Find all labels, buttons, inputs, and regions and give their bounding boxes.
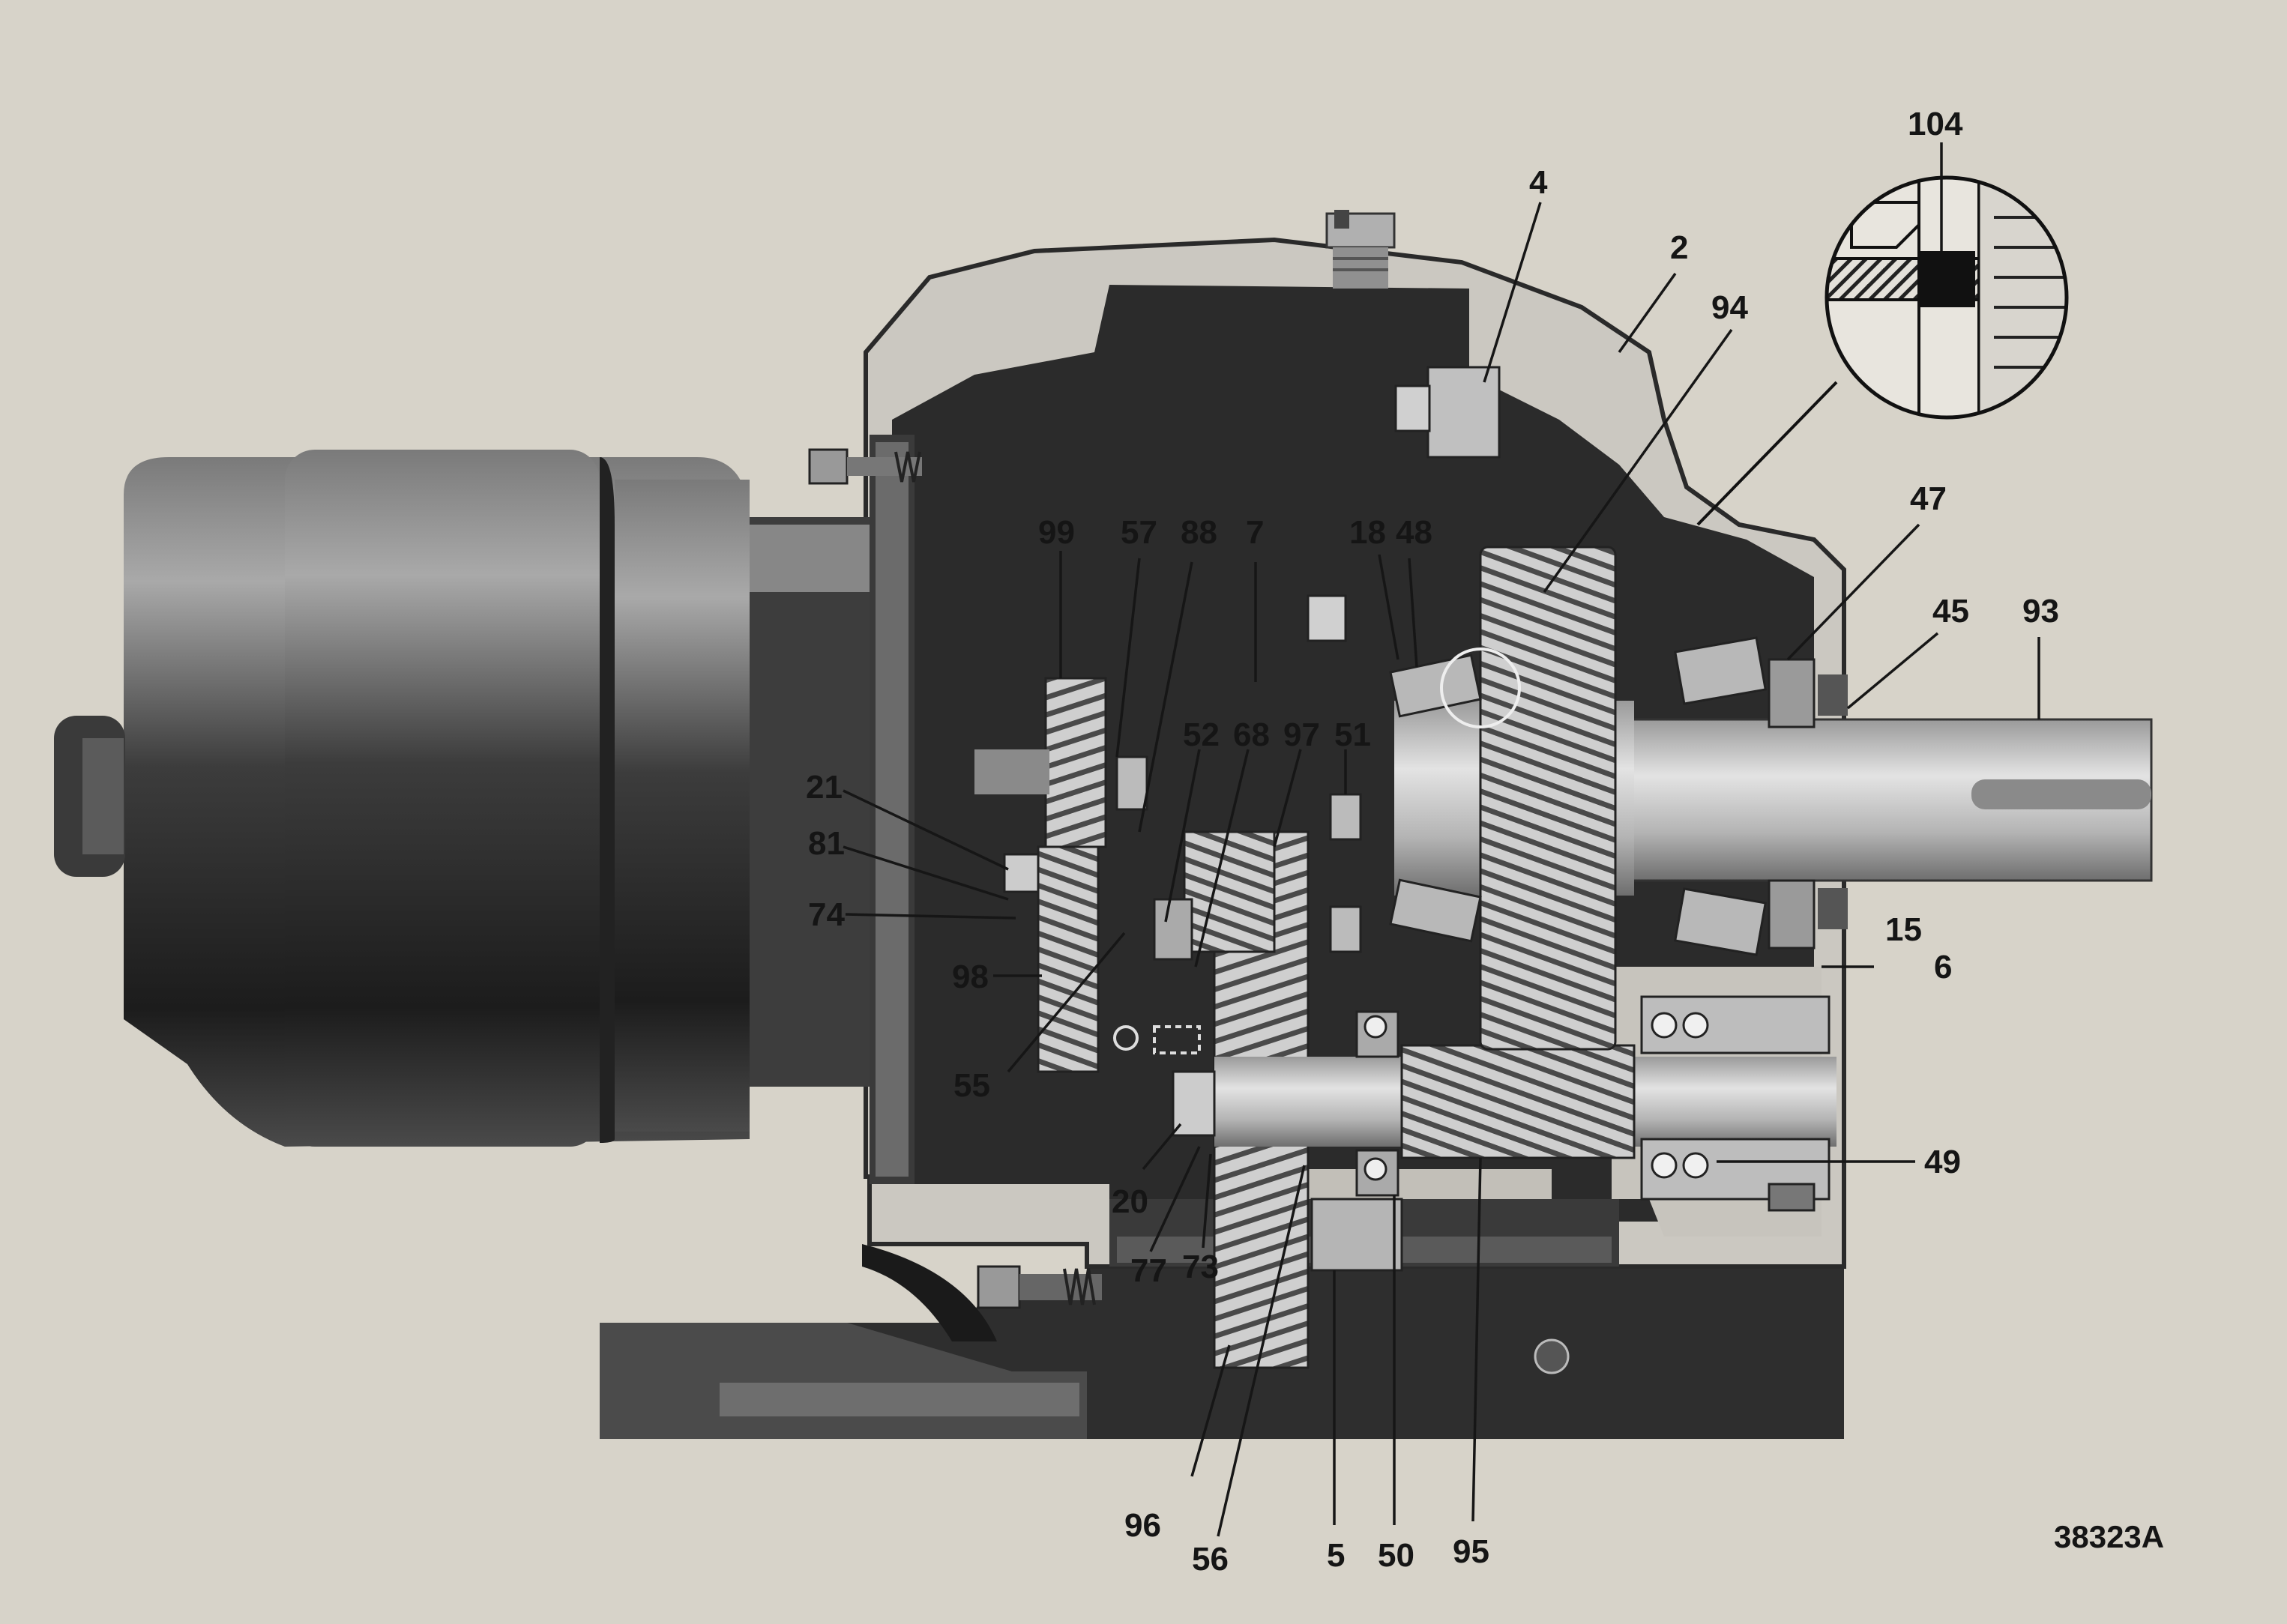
callout-74: 74	[808, 896, 845, 933]
callout-51: 51	[1334, 716, 1371, 753]
callout-2: 2	[1670, 229, 1688, 266]
breather-fitting	[1325, 210, 1396, 289]
flange-bolt-upper	[808, 448, 922, 485]
inset-detail-104	[1696, 175, 2069, 526]
callout-5: 5	[1327, 1537, 1345, 1574]
callout-93: 93	[2022, 593, 2059, 630]
callout-52: 52	[1183, 716, 1220, 753]
housing-blocks	[1003, 366, 1816, 1374]
callout-97: 97	[1283, 716, 1320, 753]
bull-gear-94	[1479, 546, 1617, 1051]
callout-labels: 4 2 94 104 47 45 93 99 57 88 7 18 48 52 …	[806, 106, 2059, 1578]
output-shaft-93	[1394, 701, 2153, 896]
callout-56: 56	[1192, 1541, 1229, 1578]
input-pinion-99	[974, 677, 1107, 848]
pinion-97	[1183, 830, 1276, 953]
callout-96: 96	[1124, 1507, 1161, 1544]
callout-95: 95	[1453, 1533, 1489, 1570]
callout-94: 94	[1711, 289, 1748, 326]
callout-4: 4	[1529, 164, 1548, 201]
callout-20: 20	[1112, 1183, 1148, 1220]
callout-18: 18	[1349, 514, 1386, 551]
callout-73: 73	[1182, 1249, 1219, 1285]
callout-21: 21	[806, 769, 843, 806]
callout-6: 6	[1934, 949, 1952, 985]
callout-7: 7	[1246, 514, 1264, 551]
detail-reference-circle	[1440, 648, 1521, 728]
intermediate-shaft-95	[1214, 995, 1836, 1272]
callout-50: 50	[1378, 1537, 1414, 1574]
leader-lines	[843, 142, 2040, 1537]
callout-81: 81	[808, 825, 845, 862]
output-bearings	[1389, 636, 1848, 956]
callout-49: 49	[1924, 1144, 1961, 1180]
callout-98: 98	[952, 959, 989, 995]
callout-77: 77	[1130, 1252, 1167, 1289]
callout-88: 88	[1181, 514, 1217, 551]
callout-45: 45	[1932, 593, 1969, 630]
callout-68: 68	[1233, 716, 1270, 753]
callout-48: 48	[1396, 514, 1432, 551]
callout-99: 99	[1038, 514, 1075, 551]
gear-98	[1037, 845, 1100, 1073]
callout-47: 47	[1910, 480, 1947, 517]
base-bolt-lower	[977, 1265, 1102, 1309]
figure-number: 38323A	[2054, 1519, 2164, 1554]
callout-57: 57	[1121, 514, 1157, 551]
callout-104: 104	[1908, 106, 1963, 142]
callout-55: 55	[953, 1067, 990, 1104]
callout-15: 15	[1885, 911, 1922, 948]
